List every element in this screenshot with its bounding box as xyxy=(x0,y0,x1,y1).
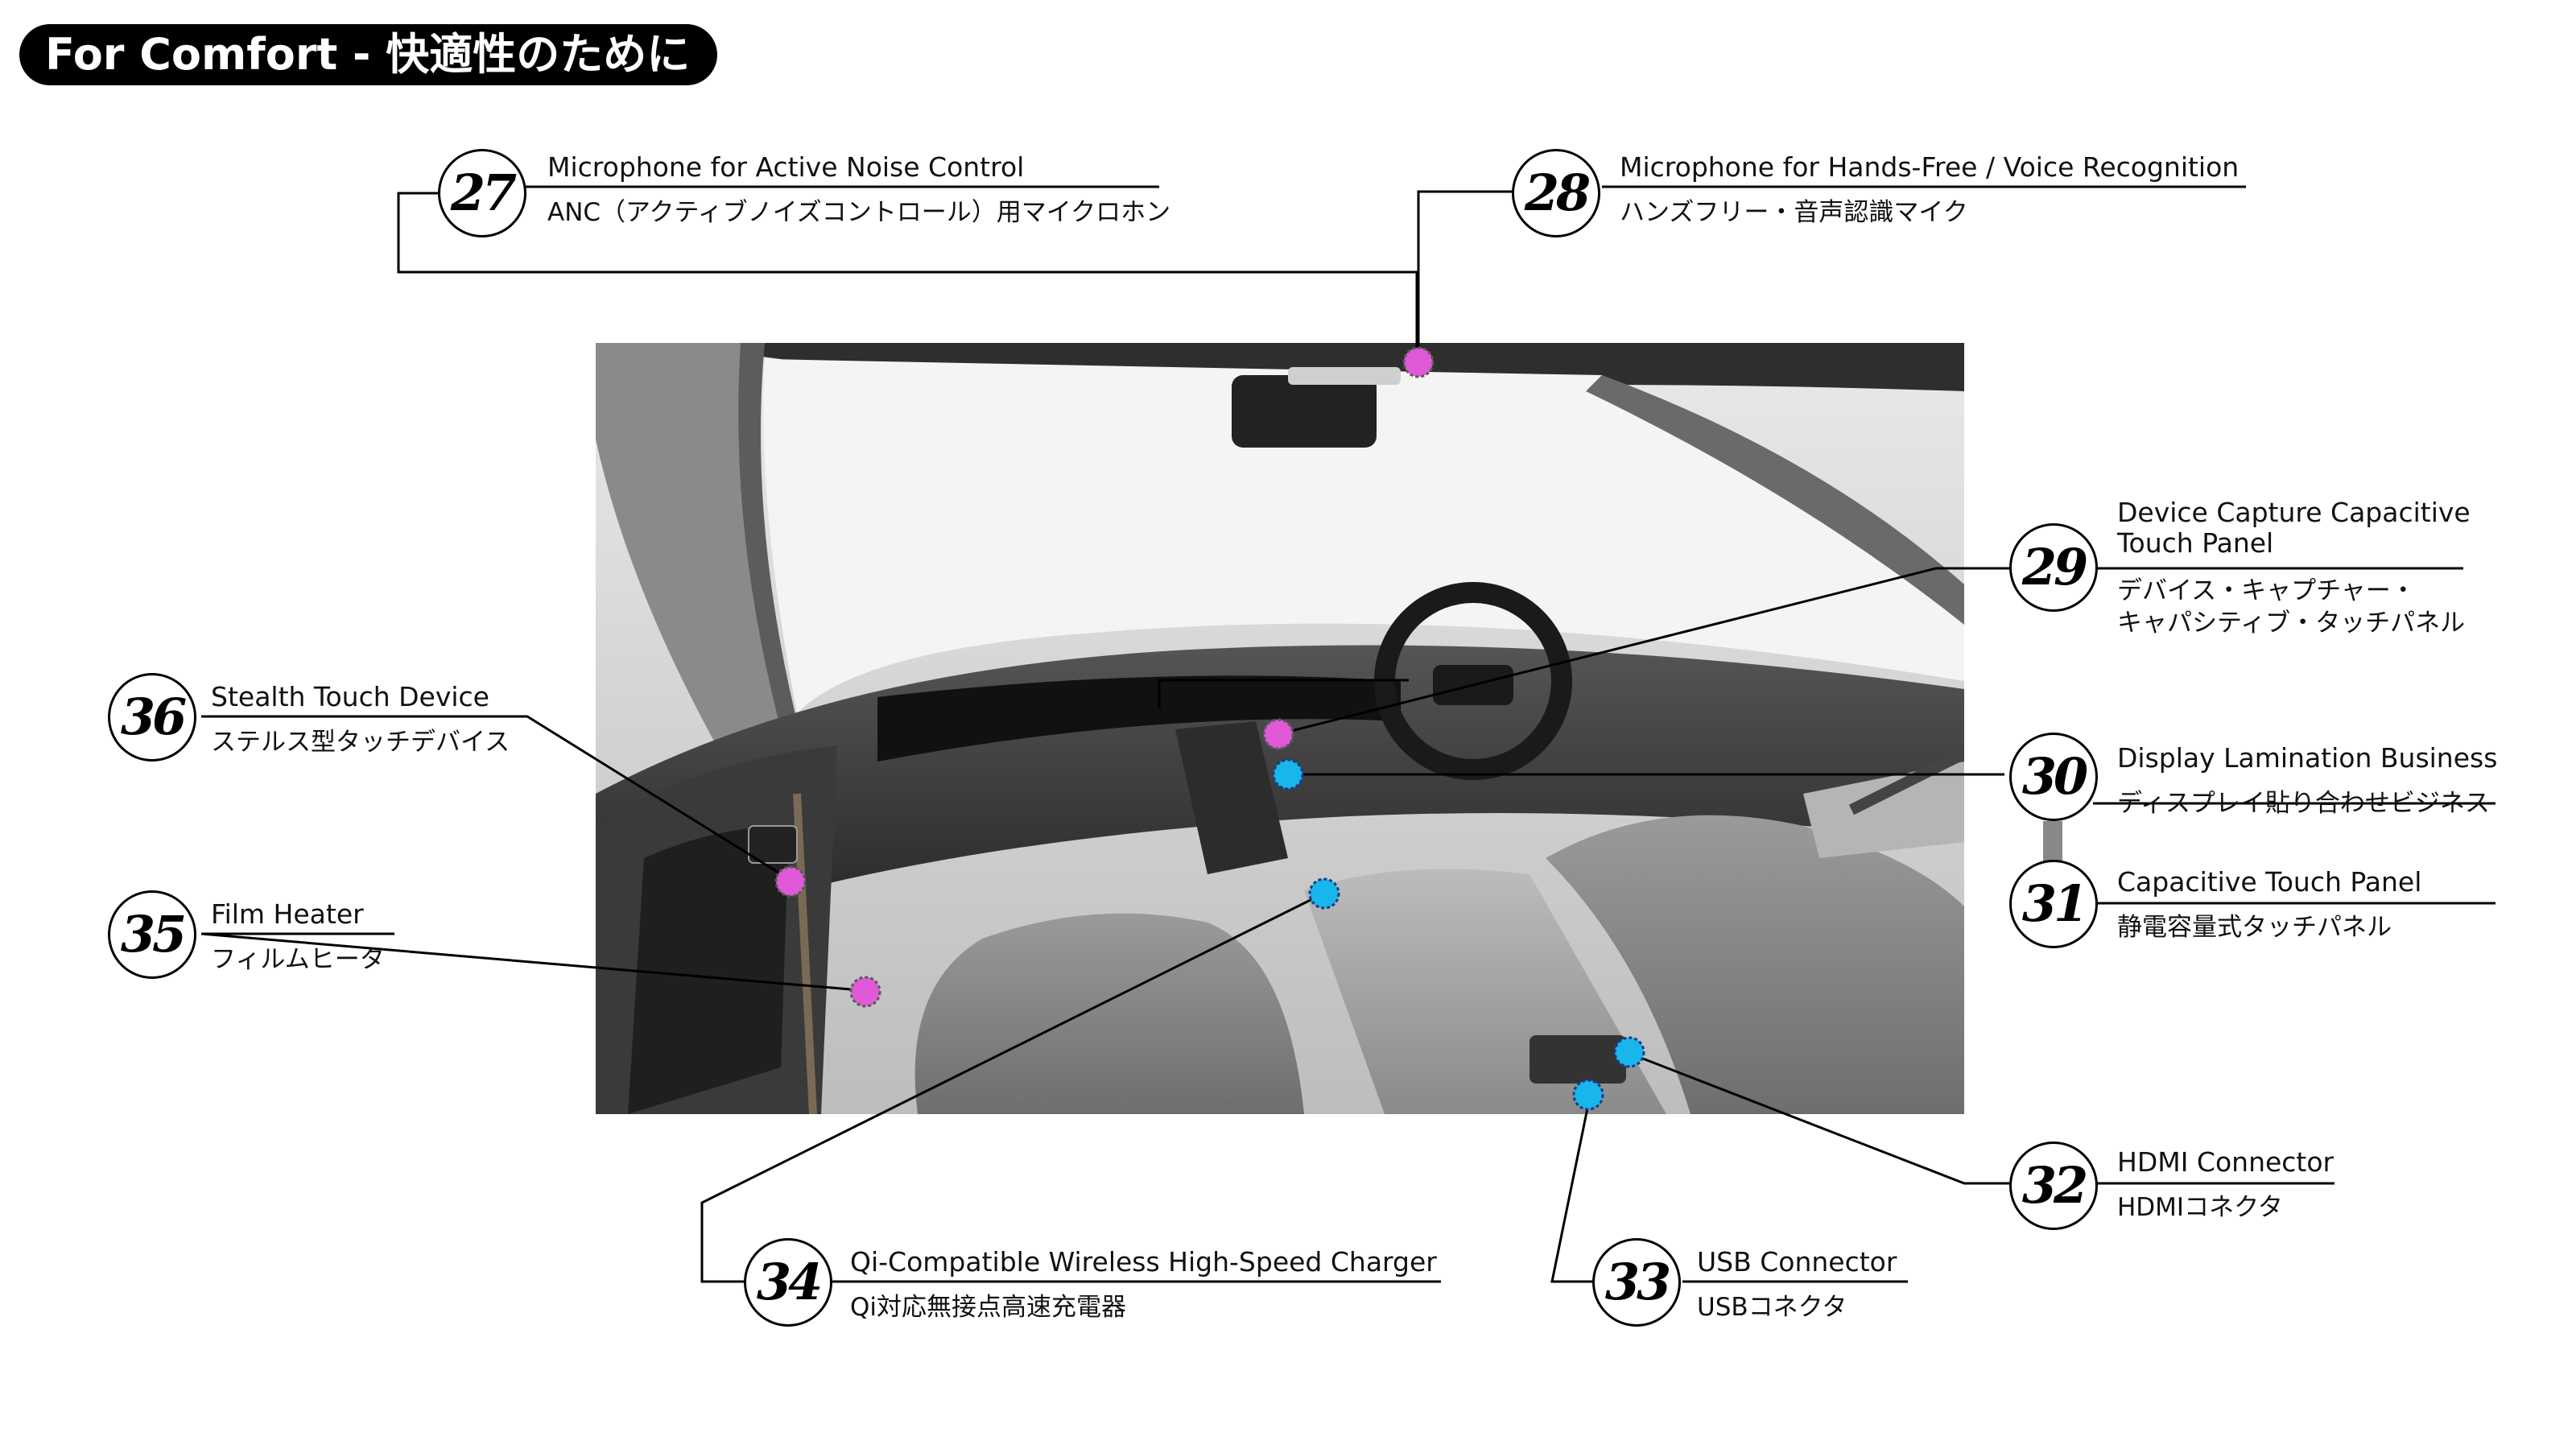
callout-title-ja: ANC（アクティブノイズコントロール）用マイクロホン xyxy=(547,198,1171,227)
marker-29 xyxy=(1262,718,1294,750)
callout-title-en: Display Lamination Business xyxy=(2117,742,2498,774)
callout-label-28: Microphone for Hands-Free / Voice Recogn… xyxy=(1620,151,2239,229)
marker-34 xyxy=(1308,877,1340,910)
callout-title-en: Qi-Compatible Wireless High-Speed Charge… xyxy=(850,1246,1437,1278)
callout-badge-29: 29 xyxy=(2009,523,2098,612)
callout-title-ja: 静電容量式タッチパネル xyxy=(2117,913,2392,942)
callout-label-34: Qi-Compatible Wireless High-Speed Charge… xyxy=(850,1246,1437,1323)
callout-badge-36: 36 xyxy=(108,673,196,762)
callout-title-ja: ステルス型タッチデバイス xyxy=(211,728,510,757)
callout-badge-32: 32 xyxy=(2009,1141,2098,1230)
callout-title-ja: USBコネクタ xyxy=(1697,1293,1847,1322)
callout-title-en: Stealth Touch Device xyxy=(211,681,489,712)
callout-title-ja: フィルムヒータ xyxy=(211,945,385,974)
callout-badge-31: 31 xyxy=(2009,860,2098,948)
callout-label-29: Device Capture Capacitive Touch Panel デバ… xyxy=(2117,497,2471,639)
callout-label-31: Capacitive Touch Panel 静電容量式タッチパネル xyxy=(2117,866,2421,943)
callout-title-ja-line1: デバイス・キャプチャー・ xyxy=(2117,576,2416,605)
touch-markers xyxy=(774,346,1435,1008)
callout-label-33: USB Connector USBコネクタ xyxy=(1697,1246,1897,1323)
marker-32 xyxy=(1613,1036,1645,1068)
marker-33 xyxy=(1572,1079,1604,1111)
callout-title-ja: ディスプレイ貼り合わせビジネス xyxy=(2117,789,2490,818)
page-title: For Comfort - 快適性のために xyxy=(19,24,718,85)
callout-title-en: Film Heater xyxy=(211,898,364,930)
callout-title-ja: Qi対応無接点高速充電器 xyxy=(850,1293,1127,1322)
callout-title-en: Microphone for Active Noise Control xyxy=(547,151,1025,183)
callout-title-en: Capacitive Touch Panel xyxy=(2117,866,2422,898)
callout-label-27: Microphone for Active Noise Control ANC（… xyxy=(547,151,1170,229)
callout-badge-34: 34 xyxy=(744,1238,832,1327)
callout-title-ja: HDMIコネクタ xyxy=(2117,1193,2283,1222)
callout-title-en: HDMI Connector xyxy=(2117,1146,2334,1178)
callout-title-ja: ハンズフリー・音声認識マイク xyxy=(1620,198,1968,227)
car-interior-image xyxy=(596,343,1964,1114)
marker-28 xyxy=(1402,346,1435,378)
connector-markers xyxy=(1272,758,1645,1111)
callout-badge-28: 28 xyxy=(1512,149,1600,237)
callout-label-30: Display Lamination Business ディスプレイ貼り合わせビ… xyxy=(2117,742,2497,819)
marker-35 xyxy=(849,976,881,1008)
callout-title-en: USB Connector xyxy=(1697,1246,1897,1278)
callout-label-35: Film Heater フィルムヒータ xyxy=(211,898,385,976)
callout-title-en-line2: Touch Panel xyxy=(2117,527,2274,559)
callout-badge-27: 27 xyxy=(438,149,526,237)
callout-title-ja-line2: キャパシティブ・タッチパネル xyxy=(2117,609,2466,638)
callout-label-36: Stealth Touch Device ステルス型タッチデバイス xyxy=(211,681,510,758)
leader-line-27 xyxy=(1158,679,1409,708)
marker-30 xyxy=(1272,758,1304,791)
callout-label-32: HDMI Connector HDMIコネクタ xyxy=(2117,1146,2334,1224)
callout-badge-33: 33 xyxy=(1592,1238,1681,1327)
callout-title-en: Microphone for Hands-Free / Voice Recogn… xyxy=(1620,151,2240,183)
callout-badge-30: 30 xyxy=(2009,733,2098,821)
marker-36 xyxy=(774,865,807,898)
callout-title-en-line1: Device Capture Capacitive xyxy=(2117,497,2471,528)
callout-badge-35: 35 xyxy=(108,890,196,979)
